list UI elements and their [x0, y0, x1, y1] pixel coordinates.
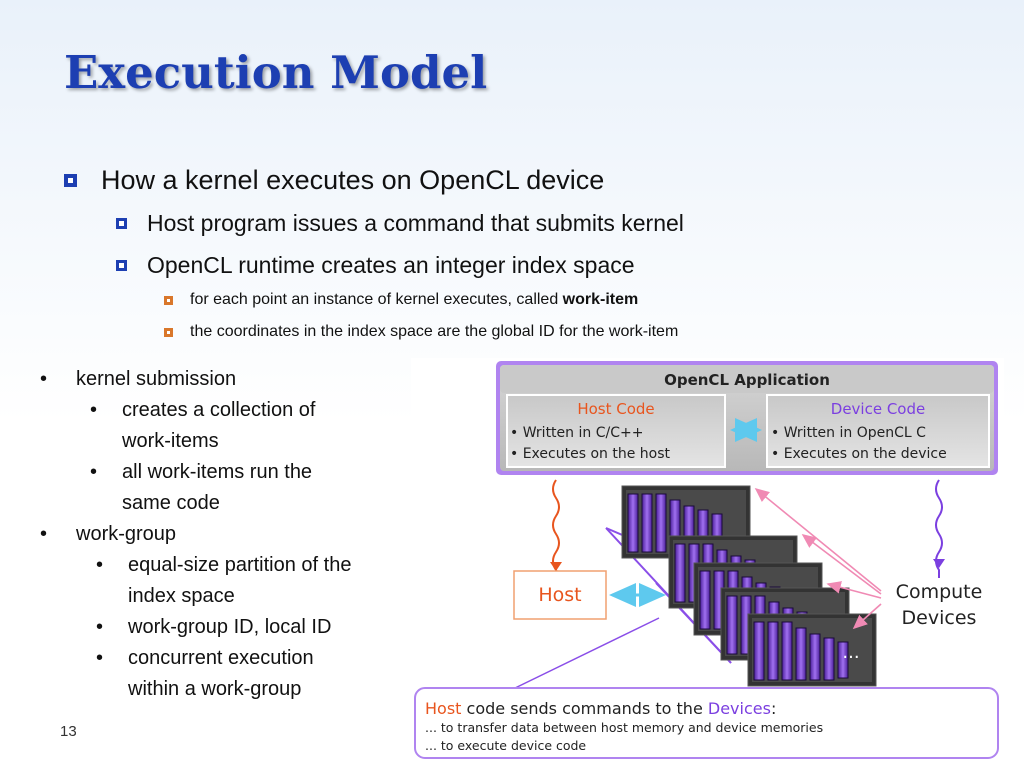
- left-list-item: index space: [128, 585, 235, 608]
- caption-line-3: ... to execute device code: [425, 738, 586, 753]
- left-list-item-text: creates a collection of: [122, 399, 316, 421]
- square-bullet-icon: [164, 295, 173, 305]
- processing-element: [627, 493, 639, 553]
- square-bullet-icon: [164, 327, 173, 337]
- bullet-dot-icon: •: [40, 523, 48, 545]
- bullet-1-2-2-text: the coordinates in the index space are t…: [190, 323, 679, 340]
- bullet-1-2-text: OpenCL runtime creates an integer index …: [147, 252, 635, 278]
- host-code-title: Host Code: [577, 400, 654, 418]
- device-code-title: Device Code: [831, 400, 925, 418]
- caption-box: Host code sends commands to the Devices:…: [414, 687, 999, 759]
- left-list-item: • work-group: [40, 523, 177, 546]
- left-list-item-text: same code: [122, 492, 220, 514]
- app-title: OpenCL Application: [664, 371, 830, 389]
- bullet-1-2-1: for each point an instance of kernel exe…: [164, 291, 638, 309]
- host-code-line-1: • Written in C/C++: [510, 425, 643, 441]
- left-list-item-text: kernel submission: [76, 368, 237, 390]
- processing-element: [699, 570, 711, 630]
- left-list-item-text: work-items: [122, 430, 219, 452]
- left-list-item: • all work-items run the: [90, 461, 313, 484]
- left-list-item: • kernel submission: [40, 368, 237, 391]
- left-list-item-text: concurrent execution: [128, 647, 314, 669]
- caption-line-2: ... to transfer data between host memory…: [425, 720, 823, 735]
- left-list-item: • work-group ID, local ID: [96, 616, 332, 639]
- left-list-item-text: equal-size partition of the: [128, 554, 352, 576]
- bullet-1-2: OpenCL runtime creates an integer index …: [116, 252, 635, 279]
- device-code-line-2: • Executes on the device: [771, 446, 947, 462]
- bullet-dot-icon: •: [40, 368, 48, 390]
- left-list-item: • equal-size partition of the: [96, 554, 352, 577]
- slide-title: Execution Model: [64, 46, 488, 99]
- compute-devices-label-line2: Devices: [902, 607, 977, 629]
- left-list-item: work-items: [122, 430, 219, 453]
- left-list-item-text: within a work-group: [128, 678, 302, 700]
- bullet-1-2-1-text: for each point an instance of kernel exe…: [190, 291, 639, 308]
- processing-element: [837, 641, 849, 679]
- bullet-dot-icon: •: [96, 647, 104, 669]
- bullet-1-text: How a kernel executes on OpenCL device: [101, 165, 605, 195]
- device-squiggle-arrow: [935, 479, 943, 578]
- bullet-1: How a kernel executes on OpenCL device: [64, 165, 604, 196]
- processing-element: [767, 621, 779, 681]
- caption-line-1: Host code sends commands to the Devices:: [425, 699, 776, 718]
- processing-element: [781, 621, 793, 681]
- bullet-dot-icon: •: [96, 616, 104, 638]
- device-code-line-1: • Written in OpenCL C: [771, 425, 926, 441]
- bullet-dot-icon: •: [96, 554, 104, 576]
- opencl-application-box: OpenCL Application Host Code • Written i…: [496, 361, 998, 475]
- processing-element: [823, 637, 835, 681]
- callout-pointer-line: [510, 617, 660, 691]
- processing-element: [795, 627, 807, 681]
- host-label: Host: [538, 584, 581, 606]
- device-ellipsis: ...: [842, 642, 859, 663]
- bullet-dot-icon: •: [90, 399, 98, 421]
- processing-element: [674, 543, 686, 603]
- square-bullet-icon: [116, 260, 127, 271]
- left-list-item: same code: [122, 492, 220, 515]
- compute-devices-pointer-arrows: [754, 487, 882, 630]
- bullet-1-2-2: the coordinates in the index space are t…: [164, 323, 678, 341]
- square-bullet-icon: [64, 174, 77, 187]
- execution-diagram: OpenCL Application Host Code • Written i…: [411, 358, 1004, 760]
- left-list-item: within a work-group: [128, 678, 301, 701]
- left-list-item-text: work-group: [76, 523, 177, 545]
- page-number: 13: [60, 723, 77, 740]
- square-bullet-icon: [116, 218, 127, 229]
- processing-element: [753, 621, 765, 681]
- left-list-item-text: all work-items run the: [122, 461, 313, 483]
- compute-device-stack: ...: [621, 485, 877, 687]
- left-list-item-text: index space: [128, 585, 235, 607]
- compute-devices-label-line1: Compute: [896, 581, 983, 603]
- processing-element: [641, 493, 653, 553]
- left-list-item-text: work-group ID, local ID: [128, 616, 332, 638]
- processing-element: [655, 493, 667, 553]
- bullet-1-1-text: Host program issues a command that submi…: [147, 210, 684, 236]
- processing-element: [726, 595, 738, 655]
- bullet-1-1: Host program issues a command that submi…: [116, 210, 684, 237]
- host-box: Host: [513, 570, 607, 620]
- work-item-term: work-item: [562, 291, 639, 308]
- left-list-item: • creates a collection of: [90, 399, 316, 422]
- bullet-dot-icon: •: [90, 461, 98, 483]
- left-list-item: • concurrent execution: [96, 647, 314, 670]
- processing-element: [809, 633, 821, 681]
- host-code-line-2: • Executes on the host: [510, 446, 670, 462]
